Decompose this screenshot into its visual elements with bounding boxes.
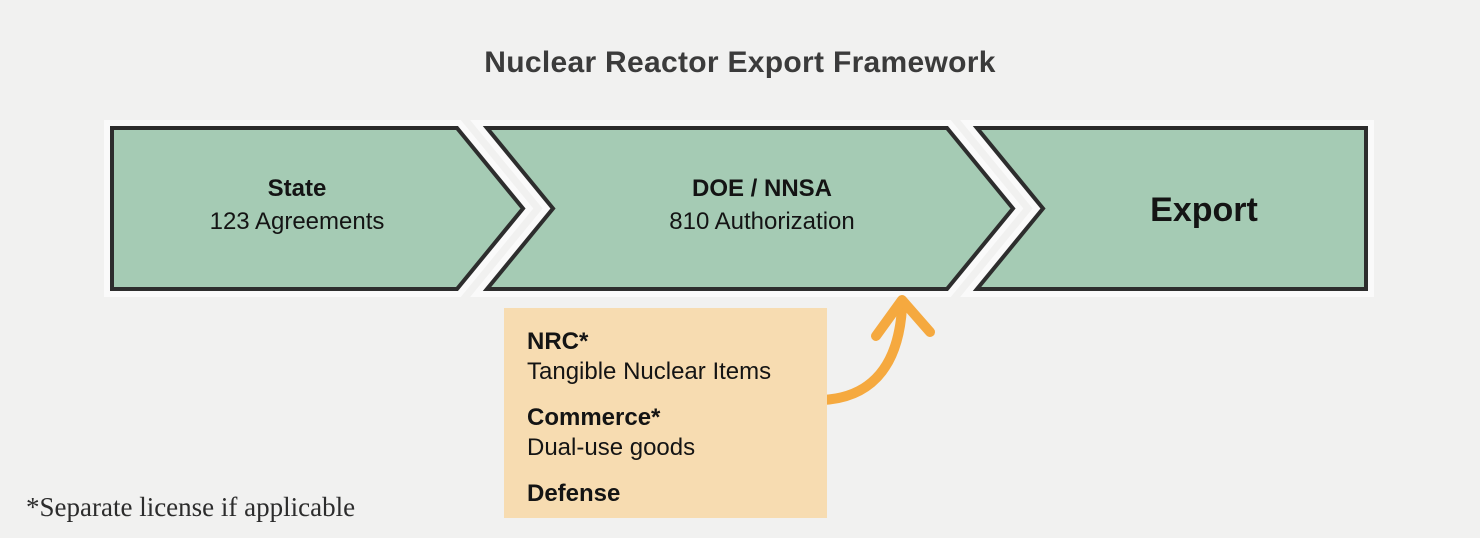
- page-title: Nuclear Reactor Export Framework: [484, 46, 996, 79]
- agency-defense: Defense: [527, 479, 811, 509]
- agency-nrc: NRC* Tangible Nuclear Items: [527, 327, 811, 387]
- step-doe-nnsa-label: DOE / NNSA 810 Authorization: [547, 172, 977, 238]
- chevron-state: [104, 120, 534, 297]
- agency-commerce-detail: Dual-use goods: [527, 434, 696, 461]
- chevron-doe-nnsa: [470, 120, 1024, 297]
- agency-defense-name: Defense: [527, 480, 621, 507]
- agency-nrc-detail: Tangible Nuclear Items: [527, 358, 772, 385]
- step-doe-nnsa-subtitle: 810 Authorization: [669, 208, 855, 235]
- agency-box: NRC* Tangible Nuclear Items Commerce* Du…: [504, 308, 827, 518]
- agency-commerce-name: Commerce*: [527, 404, 661, 431]
- step-doe-nnsa-title: DOE / NNSA: [691, 175, 832, 202]
- curved-arrow-icon: [817, 295, 935, 405]
- chevron-export: [960, 120, 1374, 297]
- step-export-title: Export: [1150, 191, 1258, 229]
- agency-nrc-name: NRC*: [527, 328, 589, 355]
- step-state-label: State 123 Agreements: [102, 172, 492, 238]
- step-state-subtitle: 123 Agreements: [209, 208, 385, 235]
- footnote: *Separate license if applicable: [26, 492, 356, 522]
- agency-commerce: Commerce* Dual-use goods: [527, 403, 811, 463]
- step-state-title: State: [267, 175, 327, 202]
- step-export-label: Export: [1044, 190, 1364, 230]
